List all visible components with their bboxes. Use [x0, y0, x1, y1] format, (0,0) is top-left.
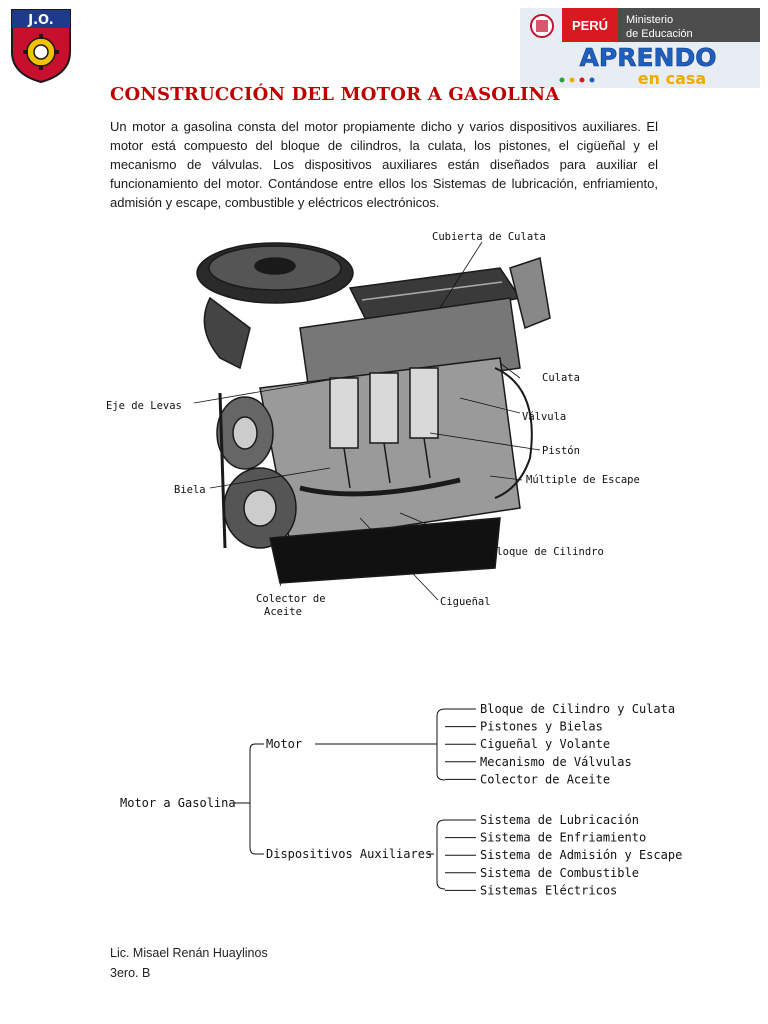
label-bloque-de-cilindro: Bloque de Cilindro [490, 546, 604, 558]
tree-connectors [232, 709, 445, 889]
tree-leaf-item: Cigueñal y Volante [480, 737, 610, 751]
label-valvula: Válvula [522, 411, 566, 423]
label-eje-de-levas: Eje de Levas [106, 400, 182, 412]
label-biela: Biela [174, 484, 206, 496]
school-logo-text: J.O. [27, 13, 53, 28]
tree-branch-auxiliares: Dispositivos Auxiliares [266, 847, 432, 861]
footer-class: 3ero. B [110, 966, 150, 980]
label-piston: Pistón [542, 445, 580, 457]
label-culata: Culata [542, 372, 580, 384]
peru-label: PERÚ [572, 18, 608, 33]
aprendo-logo: APRENDO [580, 43, 717, 72]
footer-author: Lic. Misael Renán Huaylinos [110, 946, 268, 960]
tree-leaf-item: Sistema de Admisión y Escape [480, 848, 682, 862]
tree-leaf-item: Sistema de Combustible [480, 866, 639, 880]
tree-branch-motor: Motor [266, 737, 302, 751]
label-colector-line-1: Colector de [256, 593, 326, 605]
label-ciguenal: Cigueñal [440, 596, 491, 608]
tree-leaf-item: Pistones y Bielas [480, 720, 603, 734]
ministry-line-1: Ministerio [626, 14, 673, 26]
peru-coat-of-arms-icon [531, 15, 553, 37]
page-title: CONSTRUCCIÓN DEL MOTOR A GASOLINA [110, 84, 670, 105]
ministry-line-2: de Educación [626, 28, 693, 40]
intro-paragraph: Un motor a gasolina consta del motor pro… [110, 117, 658, 212]
tree-leaf-item: Colector de Aceite [480, 772, 610, 786]
tree-leaf-item: Sistema de Lubricación [480, 813, 639, 827]
label-colector-line-2: Aceite [264, 606, 302, 618]
engine-cutaway-figure: Cubierta de Culata Culata Válvula Pistón… [100, 218, 660, 628]
ministry-banner: PERÚ Ministerio de Educación APRENDO en … [520, 8, 760, 88]
classification-tree-figure: Motor a Gasolina Motor Dispositivos Auxi… [100, 690, 700, 905]
school-logo: J.O. [10, 8, 72, 84]
label-multiple-de-escape: Múltiple de Escape [526, 474, 640, 486]
tree-root-label: Motor a Gasolina [120, 796, 236, 810]
tree-leaf-item: Sistemas Eléctricos [480, 883, 617, 897]
tree-leaf-item: Sistema de Enfriamiento [480, 831, 646, 845]
label-cubierta-de-culata: Cubierta de Culata [432, 231, 546, 243]
tree-leaf-item: Bloque de Cilindro y Culata [480, 702, 675, 716]
tree-leaf-item: Mecanismo de Válvulas [480, 755, 632, 769]
